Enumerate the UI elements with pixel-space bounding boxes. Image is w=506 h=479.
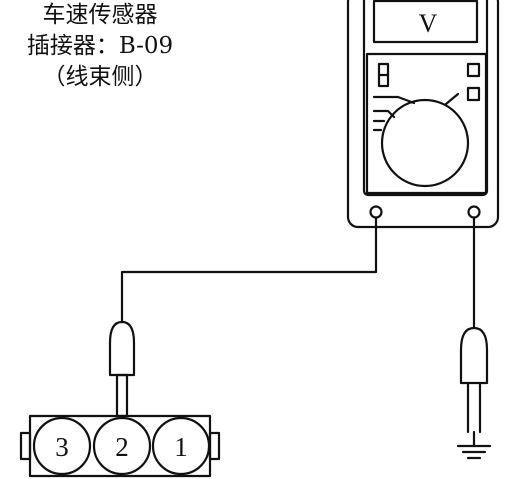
pin-2-label: 2 — [115, 432, 129, 462]
multimeter-body — [346, 0, 500, 229]
back-probe — [108, 320, 136, 418]
multimeter-dial-panel — [365, 52, 488, 195]
connector-b09 — [19, 414, 221, 478]
range-selector-dial[interactable] — [380, 98, 470, 188]
pin-1-terminal[interactable] — [151, 416, 211, 476]
harness-side-label: （线束侧） — [42, 64, 158, 90]
meter-display-reading: V — [419, 9, 438, 38]
caption-block: 车速传感器 插接器：B-09 （线束侧） — [0, 0, 200, 93]
com-jack[interactable] — [369, 205, 383, 219]
sensor-title: 车速传感器 — [42, 2, 158, 28]
probe-lead-wire — [120, 216, 378, 324]
pin-3-label: 3 — [55, 432, 69, 462]
pin-1-label: 1 — [174, 432, 188, 462]
switch-right-top-icon[interactable] — [466, 62, 481, 78]
ground-probe — [459, 326, 489, 434]
pin-3-terminal[interactable] — [32, 416, 92, 476]
connector-latch-left — [19, 431, 32, 461]
pin-2-terminal[interactable] — [92, 416, 152, 476]
multimeter-display-window — [372, 0, 479, 44]
connector-latch-right — [208, 431, 221, 461]
switch-right-bottom-icon[interactable] — [466, 86, 481, 102]
ground-symbol-icon — [456, 430, 492, 460]
v-jack[interactable] — [467, 205, 481, 219]
connector-label: 插接器：B-09 — [26, 33, 174, 59]
multimeter — [346, 0, 500, 229]
